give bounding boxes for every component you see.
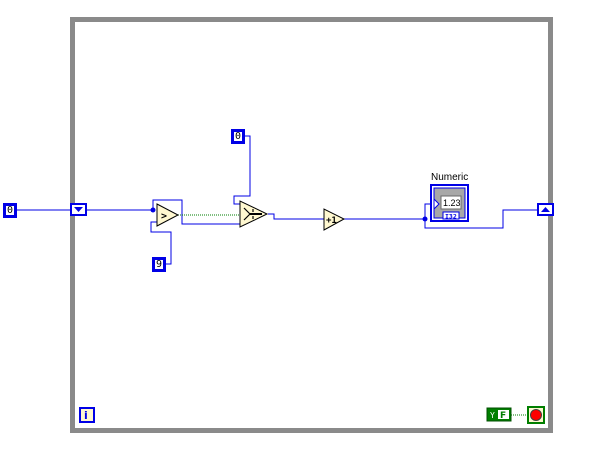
false-value: F [500, 411, 506, 421]
wire-zero[interactable] [233, 135, 251, 205]
iteration-icon: i [84, 409, 88, 422]
shift-register-left[interactable] [70, 203, 87, 216]
constant-select-false[interactable]: 0 [231, 129, 245, 144]
down-arrow-icon [74, 207, 83, 212]
iteration-terminal[interactable]: i [79, 407, 95, 423]
wire-select-to-inc[interactable] [268, 213, 324, 220]
indicator-value: 1.23 [443, 198, 461, 208]
constant-initial[interactable]: 0 [3, 203, 17, 218]
increment-icon: +1 [326, 216, 337, 226]
wire-to-right-sr[interactable] [424, 209, 538, 229]
constant-compare[interactable]: 9 [152, 257, 166, 272]
shift-register-right[interactable] [537, 203, 554, 216]
indicator-label[interactable]: Numeric [431, 172, 469, 183]
false-constant[interactable]: Y F [486, 407, 512, 422]
wire-nine[interactable] [150, 221, 172, 265]
input-arrow-icon [433, 197, 440, 211]
greater-than-icon: > [161, 211, 167, 222]
up-arrow-icon [541, 207, 550, 212]
wire-to-select-true[interactable] [152, 199, 240, 225]
greater-than-node[interactable]: > [156, 203, 180, 227]
tf-icon: Y [490, 411, 495, 420]
numeric-indicator[interactable]: 1.23 I32 [430, 184, 469, 222]
select-node[interactable] [239, 200, 269, 228]
increment-node[interactable]: +1 [323, 208, 346, 231]
stop-icon [530, 409, 542, 421]
type-i32-icon: I32 [445, 213, 457, 221]
wire-to-indicator[interactable] [424, 203, 432, 219]
select-icon [243, 207, 262, 221]
stop-condition-terminal[interactable] [527, 406, 545, 424]
